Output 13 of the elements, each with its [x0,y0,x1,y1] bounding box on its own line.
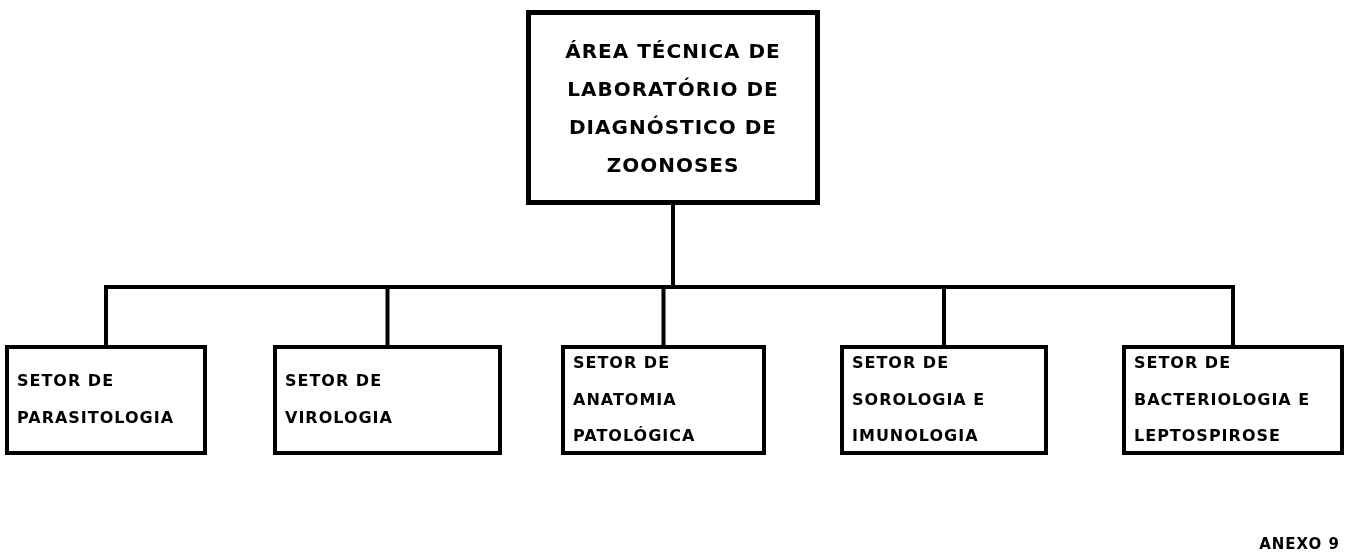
box-label: SETOR DE BACTERIOLOGIA E LEPTOSPIROSE [1134,351,1312,448]
box-label: SETOR DE PARASITOLOGIA [17,370,176,429]
sector-box [561,345,766,455]
box-label: SETOR DE VIROLOGIA [285,370,394,429]
annex-note: ANEXO 9 [1259,535,1340,553]
sector-box [1122,345,1344,455]
department-box [526,10,820,205]
box-label: SETOR DE ANATOMIA PATOLÓGICA [573,351,697,448]
sector-box [840,345,1048,455]
box-label: SETOR DE SOROLOGIA E IMUNOLOGIA [852,351,987,448]
sector-box [273,345,502,455]
box-label: ÁREA TÉCNICA DE LABORATÓRIO DE DIAGNÓSTICO DE ZOONOSES [564,37,782,179]
sector-box [5,345,207,455]
